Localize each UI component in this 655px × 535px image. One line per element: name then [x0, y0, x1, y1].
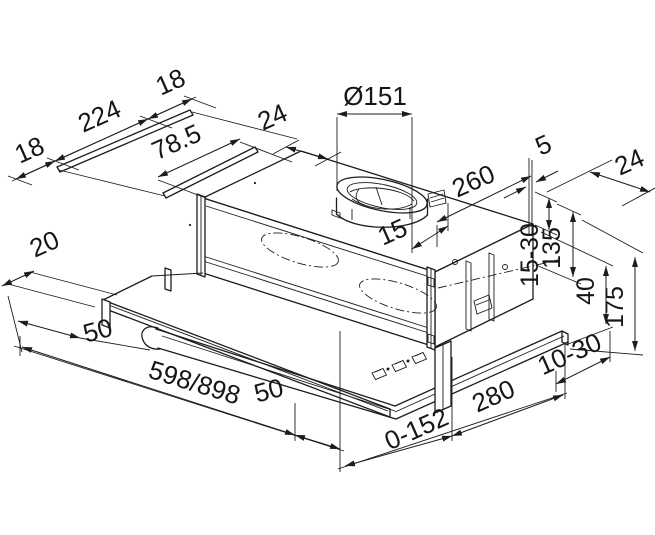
- dim-label-top-mounting-depth: 260: [447, 158, 499, 203]
- dim-label-body-height: 135: [538, 227, 566, 269]
- dim-label-left-clearance: 20: [25, 224, 64, 263]
- dim-label-duct-side-clearance: 24: [253, 97, 292, 136]
- dim-label-hood-width: 598/898: [145, 354, 244, 410]
- dim-label-bracket-front-offset: 18: [10, 130, 49, 169]
- dim-label-bracket-hole-spacing: 224: [73, 93, 125, 138]
- duct-collar: [331, 176, 447, 228]
- handle-end-cap: [101, 298, 111, 329]
- cutout-centerline-right: [359, 278, 437, 314]
- dim-label-bracket-rear-offset: 18: [151, 62, 190, 101]
- dim-label-rear-clearance: 24: [610, 142, 649, 181]
- damper-flap: [349, 187, 415, 202]
- dim-label-height-adjustment: 15-30: [516, 223, 544, 287]
- hood-body: [164, 150, 559, 351]
- dim-label-total-height: 175: [601, 286, 629, 328]
- dim-label-visor-adjustment: 10-30: [533, 327, 606, 381]
- frame-left-cap: [141, 326, 161, 350]
- dim-label-lower-section-height: 40: [572, 277, 600, 305]
- dim-label-rear-wall-gap: 5: [531, 128, 556, 161]
- dim-label-front-overhang-right: 50: [251, 372, 287, 408]
- pullout-block: [371, 340, 452, 414]
- cutout-centerline-left: [261, 232, 339, 268]
- dim-label-duct-diameter: Ø151: [343, 81, 407, 111]
- dimensions: [1, 95, 655, 472]
